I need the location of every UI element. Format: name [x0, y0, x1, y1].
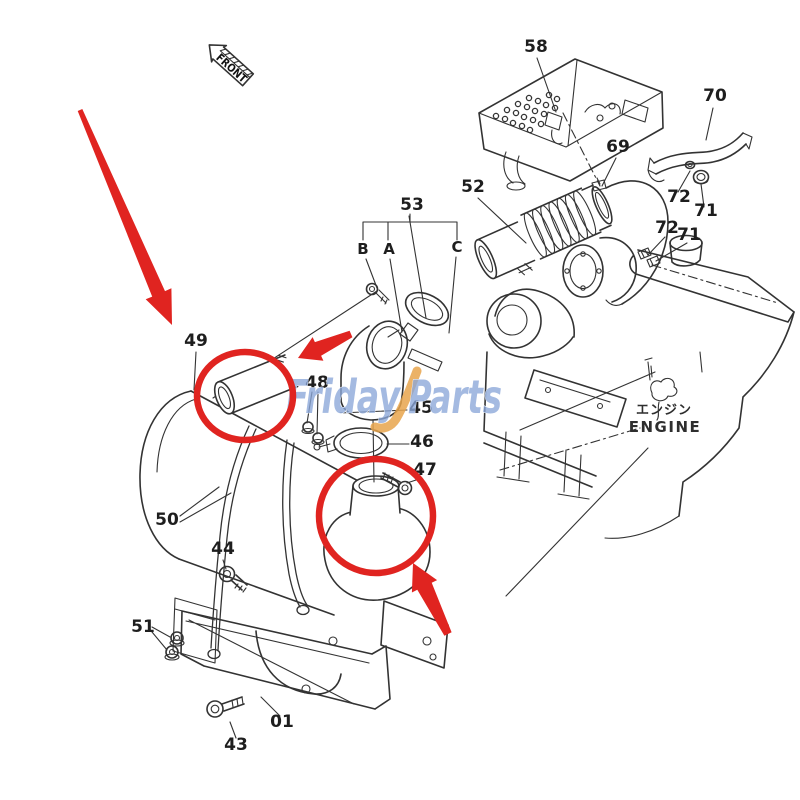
part-label-B: B [357, 240, 368, 258]
highlight-arrow-lower-icon [411, 563, 452, 636]
highlight-arrow-upper-icon [298, 330, 353, 361]
part-71b-nut [646, 255, 661, 268]
part-label-48: 48 [305, 373, 329, 393]
watermark-word1: Friday [286, 370, 401, 424]
part-50-straps [207, 425, 310, 660]
part-49-inlet-stub [213, 354, 299, 415]
part-70-bracket [647, 132, 753, 183]
part-label-44: 44 [211, 539, 235, 559]
part-46-clamp [313, 427, 389, 459]
cover-hole-pattern [492, 91, 561, 134]
part-label-71a: 71 [694, 201, 718, 221]
watermark: Friday Parts [286, 366, 502, 433]
part-01-bracket [172, 597, 449, 710]
part-44-bolt [218, 565, 248, 593]
highlight-circle-outlet [315, 455, 437, 577]
part-label-45: 45 [409, 398, 433, 418]
turbo-inlet-flange [562, 244, 604, 298]
part-label-43: 43 [224, 735, 248, 755]
part-label-72b: 72 [655, 218, 679, 238]
watermark-word2: Parts [408, 370, 502, 424]
engine-label-english: ENGINE [629, 418, 702, 436]
highlight-circle-inlet [193, 348, 297, 444]
part-48-nuts [301, 421, 325, 446]
part-label-52: 52 [461, 177, 485, 197]
part-label-71b: 71 [677, 225, 701, 245]
part-47-bolt [380, 472, 413, 496]
part-label-A: A [383, 240, 395, 258]
red-highlight-annotations [77, 109, 452, 636]
part-53-clamp [387, 291, 450, 372]
intake-elbow-duct [599, 180, 669, 306]
engine-block [483, 112, 795, 597]
part-label-49: 49 [184, 331, 208, 351]
part-label-51: 51 [131, 617, 155, 637]
part-label-53: 53 [400, 195, 424, 215]
part-label-72a: 72 [667, 187, 691, 207]
part-label-01: 01 [270, 712, 294, 732]
part-label-46: 46 [410, 432, 434, 452]
part-51-nuts [164, 631, 185, 661]
highlight-arrow-long-icon [77, 109, 172, 325]
part-labels: 58 70 69 52 53 B A C 72 71 72 71 49 48 4… [131, 37, 727, 755]
part-43-bolt [206, 696, 245, 718]
engine-label-japanese: エンジン [636, 403, 692, 418]
part-label-50: 50 [155, 510, 179, 530]
part-label-70: 70 [703, 86, 727, 106]
front-direction-arrow: FRONT [208, 44, 255, 87]
watermark-swoosh-icon [370, 366, 422, 433]
part-label-58: 58 [524, 37, 548, 57]
part-49-muffler-body [139, 290, 378, 616]
part-label-69: 69 [606, 137, 630, 157]
part-52-hose [474, 184, 613, 280]
part-58-cover [478, 58, 664, 191]
part-label-C: C [451, 238, 462, 256]
part-71a-nut [692, 169, 710, 185]
leader-lines [151, 57, 714, 739]
part-72a-washer [684, 160, 696, 170]
part-53b-bolt [365, 282, 390, 305]
